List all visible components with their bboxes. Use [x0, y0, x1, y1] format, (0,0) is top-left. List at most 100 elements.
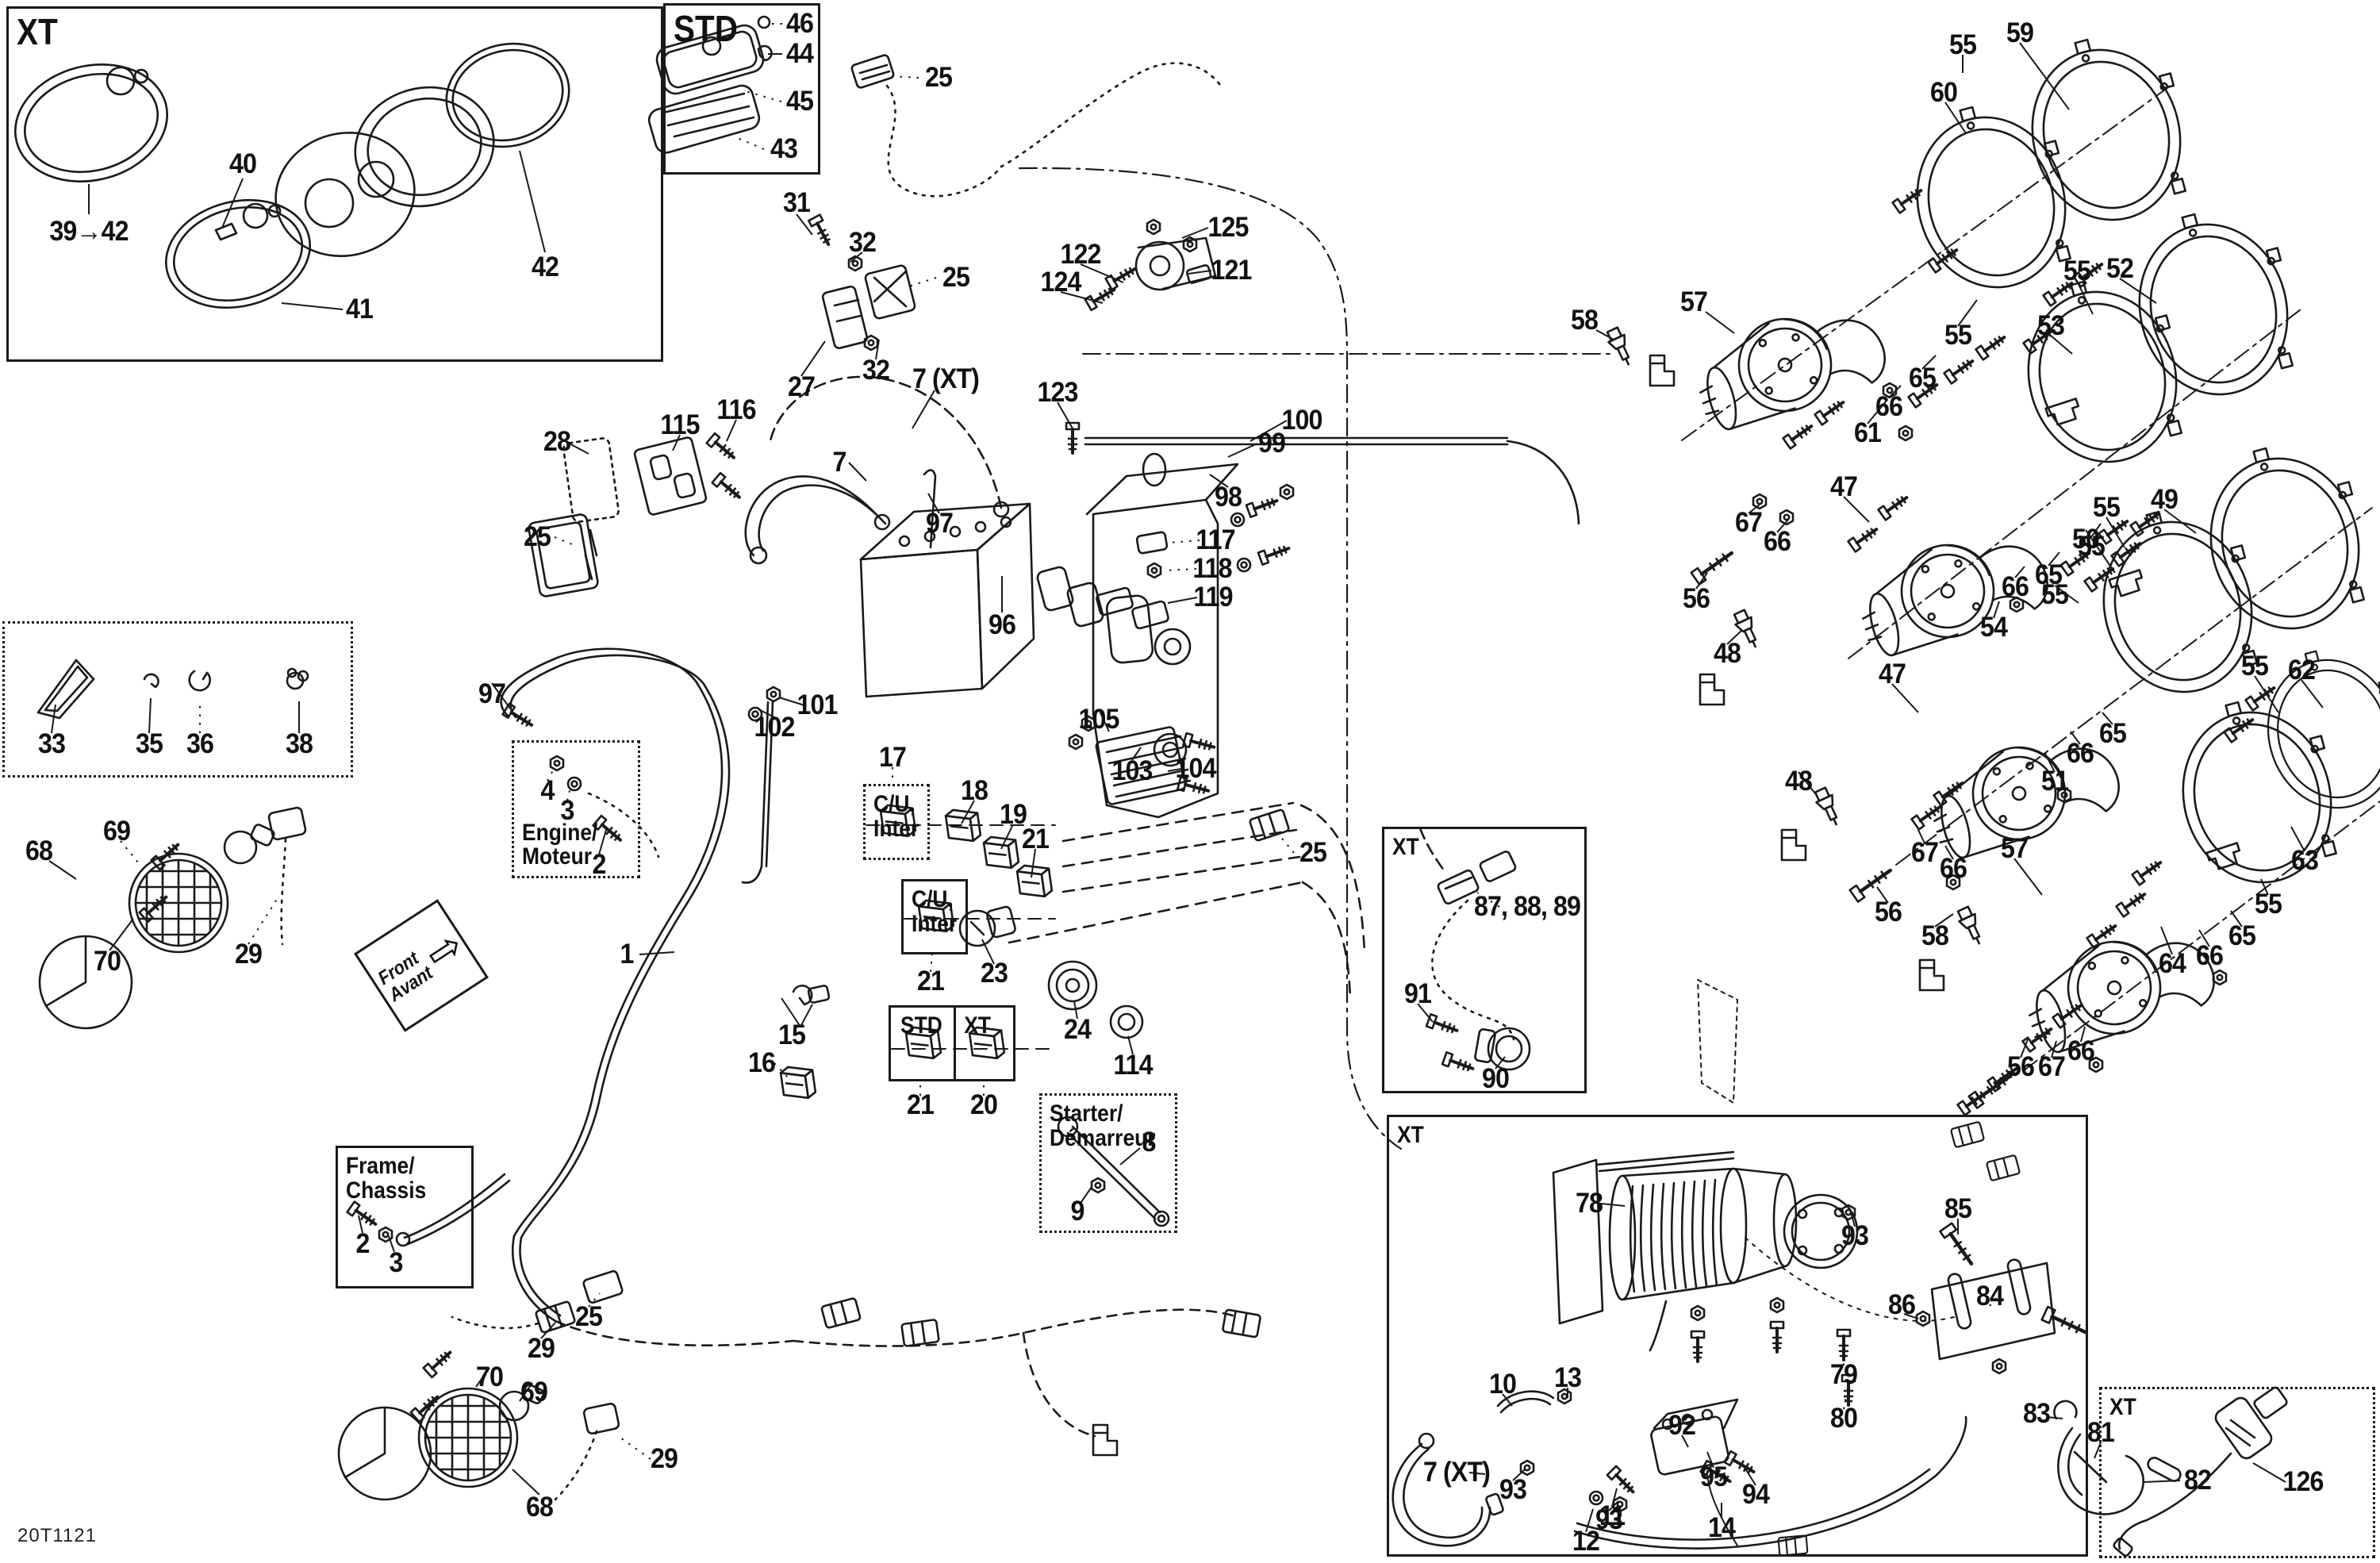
callout-86: 86: [1888, 1289, 1916, 1320]
callout-25: 25: [575, 1301, 603, 1332]
panel-small-parts: [2, 621, 353, 778]
callout-7-XT-: 7 (XT): [1423, 1457, 1491, 1488]
leader-line: [1000, 824, 1014, 850]
callout-58: 58: [1921, 920, 1949, 951]
leader-line: [1600, 1203, 1626, 1207]
callout-55: 55: [2078, 531, 2106, 562]
callout-82: 82: [2184, 1465, 2212, 1496]
callout-67: 67: [2038, 1051, 2066, 1082]
document-part-code: 20T1121: [17, 1525, 97, 1546]
panel-label-cu-inter-2: C/U, Inter: [912, 886, 958, 937]
leader-line: [2020, 1039, 2029, 1058]
leader-line: [961, 800, 975, 824]
callout-56: 56: [1875, 897, 1902, 927]
switch-bank-art: [778, 801, 1366, 1103]
callout-96: 96: [988, 609, 1016, 640]
leader-line: [1917, 829, 1925, 844]
callout-47: 47: [1830, 471, 1858, 502]
leader-line: [1073, 1000, 1078, 1020]
battery-art: [501, 375, 1081, 884]
panel-label2-std-xt-switch: XT: [964, 1012, 992, 1039]
leader-line: [1989, 1297, 1997, 1307]
panel-label-xt-gauge: XT: [17, 11, 58, 52]
callout-66: 66: [2067, 1035, 2095, 1066]
leader-line: [2019, 42, 2070, 110]
leader-line: [1098, 709, 1110, 732]
panel-label-xt-remote: XT: [2109, 1394, 2136, 1420]
leader-line: [930, 953, 933, 973]
callout-18: 18: [961, 775, 988, 806]
callout-42: 42: [532, 252, 559, 282]
leader-line: [2254, 675, 2279, 713]
leader-line: [1495, 1056, 1506, 1070]
callout-7: 7: [832, 447, 847, 478]
callout-23: 23: [981, 958, 1008, 989]
leader-line: [1903, 1313, 1919, 1319]
leader-line: [148, 697, 152, 734]
leader-line: [1119, 1147, 1141, 1166]
callout-78: 78: [1576, 1188, 1603, 1219]
callout-21: 21: [1022, 824, 1050, 854]
leader-line: [1209, 474, 1229, 488]
leader-line: [2054, 585, 2079, 604]
callout-118: 118: [1192, 553, 1232, 584]
leader-line: [1695, 572, 1708, 589]
battery-support-art: [1036, 452, 1295, 819]
callout-48: 48: [1785, 766, 1813, 797]
leader-line: [2085, 529, 2116, 574]
panel-label-xt-winch: XT: [1397, 1122, 1424, 1148]
leader-line: [1921, 355, 1937, 370]
callout-83: 83: [2023, 1398, 2051, 1429]
leader-line: [1250, 420, 1288, 442]
callout-57: 57: [2001, 833, 2029, 864]
callout-63: 63: [2291, 845, 2319, 876]
callout-45: 45: [786, 86, 814, 117]
callout-84: 84: [1976, 1281, 2004, 1311]
callout-25: 25: [1299, 837, 1327, 868]
callout-87-88-89: 87, 88, 89: [1473, 891, 1581, 922]
callout-57: 57: [1680, 286, 1708, 317]
leader-line: [927, 493, 940, 514]
leader-line: [1726, 629, 1743, 645]
leader-line: [1681, 1434, 1689, 1448]
callout-67: 67: [1735, 507, 1763, 538]
callout-58: 58: [1571, 305, 1599, 336]
panel-label-engine: Engine/ Moteur: [522, 819, 598, 870]
callout-61: 61: [1854, 417, 1882, 448]
leader-line: [475, 1367, 490, 1388]
callout-29: 29: [235, 939, 263, 970]
callout-14: 14: [1708, 1512, 1736, 1543]
callout-8: 8: [1142, 1127, 1157, 1158]
leader-line: [109, 918, 134, 951]
callout-52: 52: [2106, 253, 2134, 284]
leader-line: [2013, 858, 2043, 896]
callout-47: 47: [1879, 659, 1906, 689]
leader-line: [1595, 329, 1614, 340]
callout-43: 43: [770, 133, 798, 164]
panel-label-std-xt-switch: STD: [900, 1012, 942, 1039]
callout-94: 94: [1742, 1479, 1770, 1510]
callout-95: 95: [1700, 1461, 1728, 1492]
callout-105: 105: [1078, 704, 1120, 735]
leader-line: [2119, 278, 2157, 304]
callout-97: 97: [478, 678, 506, 709]
leader-line: [248, 897, 278, 945]
leader-line: [221, 178, 244, 228]
callout-93: 93: [1841, 1220, 1869, 1251]
leader-line: [2080, 1026, 2086, 1043]
callout-55: 55: [2093, 492, 2121, 523]
callout-2: 2: [355, 1228, 370, 1259]
callout-62: 62: [2288, 655, 2316, 685]
callout-54: 54: [1980, 612, 2008, 643]
xt-gauge-art: [13, 42, 570, 309]
callout-65: 65: [1909, 363, 1937, 394]
callout-92: 92: [1668, 1410, 1696, 1441]
callout-121: 121: [1211, 255, 1253, 286]
leader-line: [358, 1215, 363, 1234]
xt-plug-art: [1418, 827, 1531, 1077]
leader-line: [981, 939, 995, 965]
leader-line: [620, 1437, 651, 1460]
panel-label-starter: Starter/ Démarreur: [1050, 1100, 1156, 1151]
callout-67: 67: [1911, 837, 1939, 868]
